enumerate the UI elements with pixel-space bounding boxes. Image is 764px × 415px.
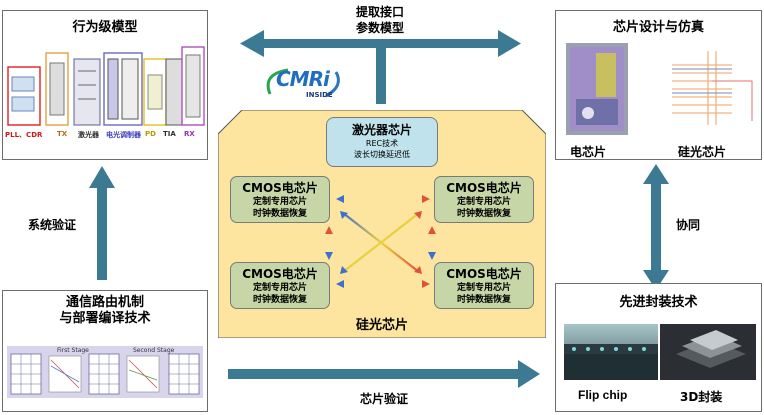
extract-interface-label: 提取接口 参数模型 [330, 4, 430, 36]
first-stage-label: First Stage [57, 347, 89, 354]
right-double-arrow [643, 164, 669, 290]
cmos-line2: 时钟数据恢复 [456, 295, 511, 305]
routing-diagram: First Stage Second Stage [7, 346, 203, 398]
cmos-chip-bottom-right: CMOS电芯片 定制专用芯片 时钟数据恢复 [434, 262, 534, 309]
panel-title: 先进封装技术 [619, 295, 698, 310]
panel-title: 行为级模型 [72, 20, 138, 35]
cmos-title: CMOS电芯片 [242, 181, 318, 195]
cmos-chip-top-right: CMOS电芯片 定制专用芯片 时钟数据恢复 [434, 176, 534, 223]
laser-line1: REC技术 [365, 139, 399, 148]
cmos-line1: 定制专用芯片 [456, 283, 511, 293]
routing-grids [10, 353, 200, 395]
panel-title: 通信路由机制 与部署编译技术 [3, 295, 207, 327]
second-stage-label: Second Stage [133, 347, 175, 354]
title-line2: 与部署编译技术 [59, 311, 151, 326]
cmos-line1: 定制专用芯片 [252, 283, 307, 293]
packaging-panel: 先进封装技术 Flip chip 3D封装 [555, 283, 762, 412]
label-modulator: 电光调制器 [106, 131, 141, 139]
behavior-model-diagram [7, 46, 205, 126]
logo-text: CMRi [276, 67, 330, 91]
cmos-line2: 时钟数据恢复 [456, 209, 511, 219]
behavior-model-panel: 行为级模型 PLL、CDR TX 激光器 电光调制器 PD TIA RX [2, 10, 208, 160]
chip-design-panel: 芯片设计与仿真 电芯片 硅光芯片 [555, 10, 762, 160]
cmos-title: CMOS电芯片 [446, 267, 522, 281]
cmos-chip-top-left: CMOS电芯片 定制专用芯片 时钟数据恢复 [230, 176, 330, 223]
extract-line2: 参数模型 [355, 21, 404, 35]
panel-title: 芯片设计与仿真 [612, 20, 704, 35]
cmos-title: CMOS电芯片 [446, 181, 522, 195]
top-double-arrow [240, 30, 521, 57]
title-line1: 通信路由机制 [65, 295, 144, 310]
bottom-right-arrow [228, 360, 540, 388]
cmos-line1: 定制专用芯片 [252, 197, 307, 207]
silicon-chip-image [672, 51, 753, 125]
cmos-line2: 时钟数据恢复 [252, 209, 307, 219]
cmos-title: CMOS电芯片 [242, 267, 318, 281]
laser-chip-box: 激光器芯片 REC技术 波长切换延迟低 [326, 117, 438, 167]
label-rx: RX [184, 130, 195, 138]
label-pd: PD [145, 130, 156, 138]
cmri-logo-icon [266, 68, 340, 98]
label-tx: TX [57, 130, 68, 138]
chip-verify-label: 芯片验证 [359, 392, 408, 406]
electric-chip-label: 电芯片 [570, 145, 607, 159]
label-laser: 激光器 [78, 131, 99, 139]
electric-chip-image [566, 43, 628, 135]
label-pll-cdr: PLL、CDR [5, 131, 43, 139]
center-stem [376, 48, 386, 104]
laser-title: 激光器芯片 [351, 123, 412, 137]
system-verify-label: 系统验证 [28, 218, 77, 232]
left-up-arrow [89, 166, 115, 280]
extract-line1: 提取接口 [355, 5, 404, 19]
3d-package-image [660, 324, 756, 380]
logo-sub: INSIDE [306, 91, 333, 99]
cmos-line1: 定制专用芯片 [456, 197, 511, 207]
flip-chip-label: Flip chip [578, 388, 628, 402]
label-tia: TIA [163, 130, 176, 138]
routing-panel: 通信路由机制 与部署编译技术 First Stage Second Stage [2, 290, 208, 412]
collaboration-label: 协同 [676, 218, 701, 232]
silicon-chip-label: 硅光芯片 [678, 145, 727, 159]
cmos-chip-bottom-left: CMOS电芯片 定制专用芯片 时钟数据恢复 [230, 262, 330, 309]
center-caption: 硅光芯片 [355, 318, 408, 333]
cmri-logo: CMRi INSIDE [262, 64, 344, 104]
flip-chip-image [564, 324, 658, 380]
3d-package-label: 3D封装 [680, 390, 723, 404]
cmos-line2: 时钟数据恢复 [252, 295, 307, 305]
laser-line2: 波长切换延迟低 [354, 150, 410, 159]
